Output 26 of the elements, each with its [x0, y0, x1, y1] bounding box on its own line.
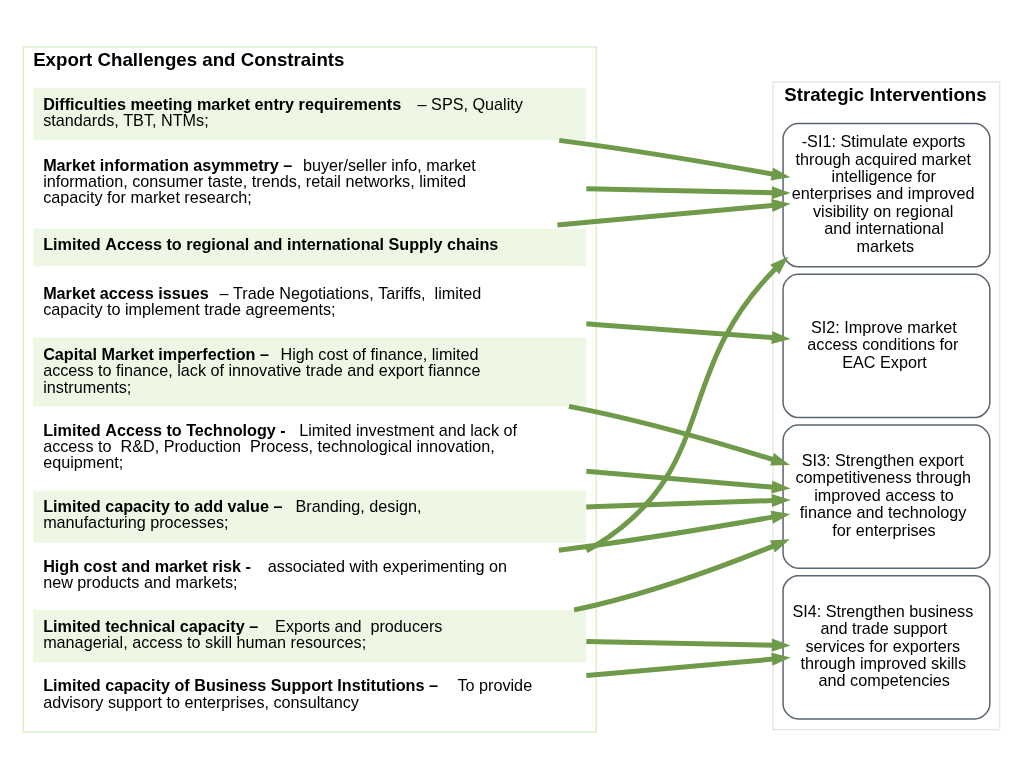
- node-text: Market access issues – Trade Negotiations, Tariffs, limited capacity to implement trade agreements;: [43, 283, 482, 318]
- arrow: [586, 320, 791, 344]
- node-text: Limited capacity of Business Support Institutions – To provide advisory support to enterprises, consultancy: [43, 675, 533, 711]
- arrow: [558, 137, 791, 180]
- node-box: Limited technical capacity – Exports and producers managerial, access to skill human resources;: [33, 609, 587, 662]
- node-text: High cost and market risk - associated with experimenting on new products and markets;: [43, 556, 507, 591]
- node-text: Limited Access to Technology - Limited investment and lack of access to R&D, Production Process, technological innovation, equipment;: [43, 420, 518, 471]
- arrow: [557, 198, 791, 227]
- node-box: Limited capacity to add value – Branding, design, manufacturing processes;: [33, 489, 587, 543]
- node-box: -SI1: Stimulate exports through acquired market intelligence for enterprises and improved visibility on regional and international markets: [782, 122, 991, 268]
- node-box: SI3: Strengthen export competitiveness through improved access to finance and technology for enterprises: [782, 423, 991, 569]
- arrow: [586, 185, 791, 199]
- arrow: [586, 493, 791, 509]
- node-box: SI4: Strengthen business and trade support services for exporters through improved skills and competencies: [782, 574, 991, 720]
- arrow: [558, 510, 791, 553]
- arrow: [586, 638, 791, 652]
- arrow: [586, 468, 791, 494]
- node-box: Capital Market imperfection – High cost of finance, limited access to finance, lack of innovative trade and export fiannce instruments;: [33, 337, 587, 406]
- node-box: Difficulties meeting market entry requirements – SPS, Quality standards, TBT, NTMs;: [33, 87, 587, 140]
- node-box: SI2: Improve market access conditions for EAC Export: [782, 273, 991, 418]
- arrow: [573, 538, 790, 612]
- arrow: [568, 403, 790, 466]
- arrow: [585, 256, 789, 553]
- arrow: [586, 652, 791, 678]
- node-text: Market information asymmetry – buyer/seller info, market information, consumer taste, trends, retail networks, limited capacity for market research;: [43, 155, 476, 206]
- node-box: Limited Access to regional and international Supply chains: [33, 228, 587, 266]
